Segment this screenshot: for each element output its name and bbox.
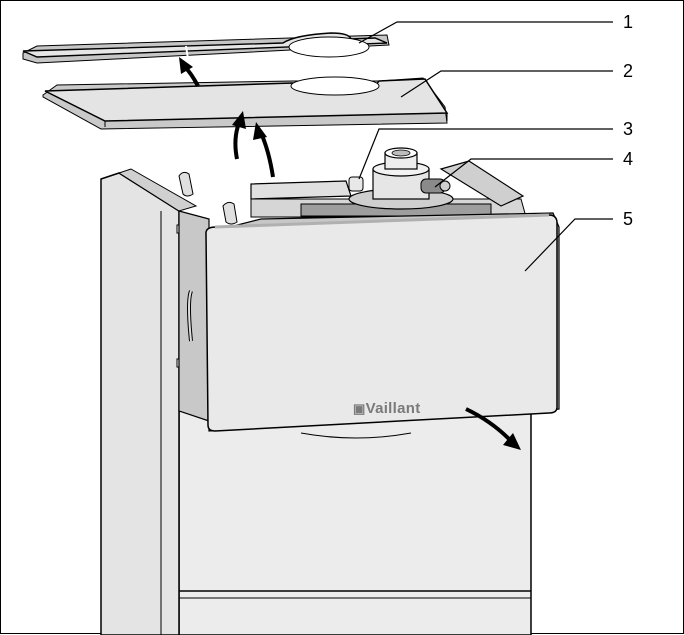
front-casing: ▣Vaillant [205,212,560,432]
callout-2: 2 [623,61,633,81]
inner-frame [178,171,238,422]
brand-logo: ▣Vaillant [353,400,421,417]
lower-casing [178,410,532,635]
flue-fixing [420,178,451,194]
removal-arrows [179,57,521,450]
top-cover-trim [22,32,390,64]
callout-leaders [358,21,613,272]
callout-3: 3 [623,119,633,139]
callout-4: 4 [623,149,633,169]
callout-1: 1 [623,12,633,32]
top-cover-panel [42,76,449,130]
callout-5: 5 [623,209,633,229]
